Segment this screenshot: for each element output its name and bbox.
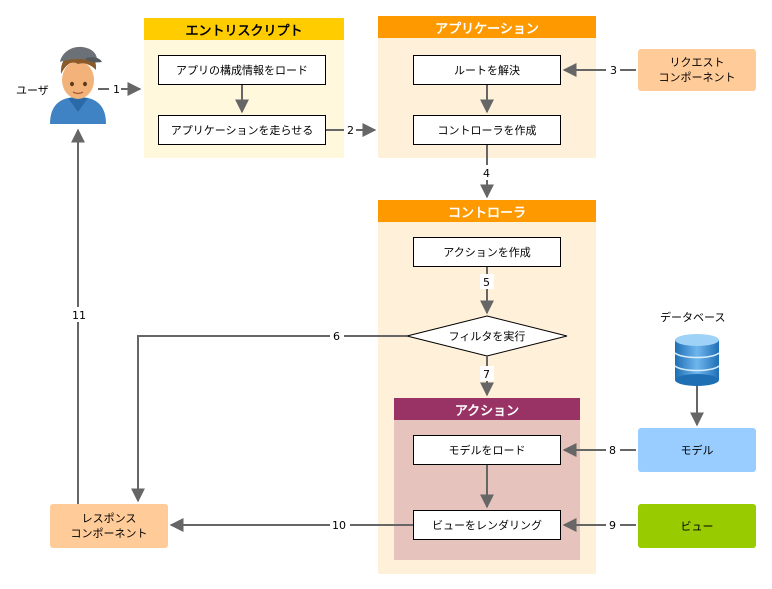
action-title: アクション xyxy=(394,398,580,420)
controller-title: コントローラ xyxy=(378,200,596,222)
request-component-line1: リクエスト xyxy=(669,56,725,69)
resolve-route-box: ルートを解決 xyxy=(413,55,561,85)
request-component-line2: コンポーネント xyxy=(658,71,736,84)
load-config-box: アプリの構成情報をロード xyxy=(158,55,326,85)
step-number-2: 2 xyxy=(347,124,354,137)
create-controller-box: コントローラを作成 xyxy=(413,115,561,145)
step-number-9: 9 xyxy=(609,519,616,532)
user-icon xyxy=(50,46,106,124)
render-view-box: ビューをレンダリング xyxy=(413,510,561,540)
load-model-box: モデルをロード xyxy=(413,435,561,465)
step-number-6: 6 xyxy=(333,330,340,343)
request-component: リクエスト コンポーネント xyxy=(638,49,756,91)
model-component: モデル xyxy=(638,428,756,472)
create-action-box: アクションを作成 xyxy=(413,237,561,267)
view-component: ビュー xyxy=(638,504,756,548)
run-filter-label: フィルタを実行 xyxy=(449,329,526,343)
step-number-7: 7 xyxy=(483,368,490,381)
database-icon xyxy=(674,334,720,386)
application-title: アプリケーション xyxy=(378,16,596,38)
step-number-3: 3 xyxy=(610,64,617,77)
step-number-1: 1 xyxy=(113,83,120,96)
database-label: データベース xyxy=(660,311,726,324)
step-number-5: 5 xyxy=(483,276,490,289)
step-number-8: 8 xyxy=(609,444,616,457)
response-component-line1: レスポンス xyxy=(81,512,137,525)
run-application-box: アプリケーションを走らせる xyxy=(158,115,326,145)
response-component-line2: コンポーネント xyxy=(70,527,148,540)
user-label: ユーザ xyxy=(16,84,49,97)
step-number-10: 10 xyxy=(332,519,346,532)
response-component: レスポンス コンポーネント xyxy=(50,504,168,548)
step-number-4: 4 xyxy=(483,167,490,180)
step-number-11: 11 xyxy=(72,309,86,322)
entry-script-title: エントリスクリプト xyxy=(144,18,344,40)
